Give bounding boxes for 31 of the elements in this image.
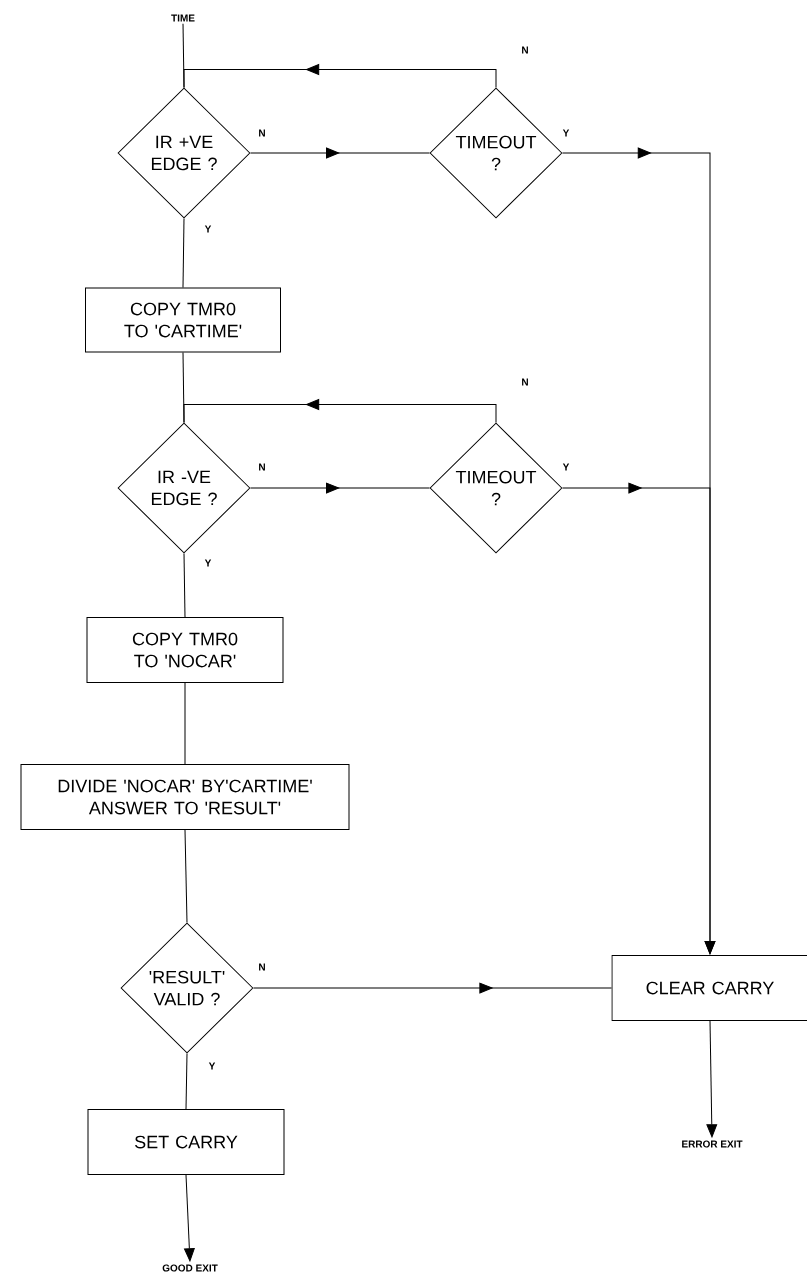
arrow	[184, 1174, 195, 1262]
arrow	[183, 64, 497, 88]
connector-line	[184, 682, 186, 765]
edge-label: N	[257, 128, 267, 138]
process-box: SET CARRY	[87, 1109, 285, 1175]
connector-line	[182, 218, 185, 288]
arrow	[706, 1020, 718, 1138]
edge-label: Y	[203, 224, 213, 234]
edge-label: N	[257, 962, 267, 972]
connector-line	[184, 829, 188, 923]
arrow	[253, 982, 612, 994]
edge-label: Y	[203, 558, 213, 568]
arrow	[250, 147, 430, 159]
edge-label: N	[520, 45, 530, 55]
terminal-text: GOOD EXIT	[162, 1264, 218, 1272]
process-box: CLEAR CARRY	[611, 955, 807, 1021]
process-box: DIVIDE 'NOCAR' BY'CARTIME' ANSWER TO 'RESULT'	[20, 764, 350, 830]
edge-label: N	[257, 462, 267, 472]
arrow	[562, 482, 716, 955]
edge-label: Y	[207, 1061, 217, 1071]
connector-line	[185, 1053, 188, 1110]
edge-label: N	[520, 377, 530, 387]
edge-label: Y	[561, 462, 571, 472]
arrow	[183, 399, 497, 423]
arrow	[250, 482, 430, 494]
connector-line	[183, 553, 186, 618]
edge-label: Y	[561, 128, 571, 138]
terminal-text: TIME	[171, 14, 195, 22]
terminal-text: ERROR EXIT	[682, 1140, 743, 1148]
process-box: COPY TMR0 TO 'CARTIME'	[85, 287, 281, 353]
process-box: COPY TMR0 TO 'NOCAR'	[86, 617, 284, 683]
